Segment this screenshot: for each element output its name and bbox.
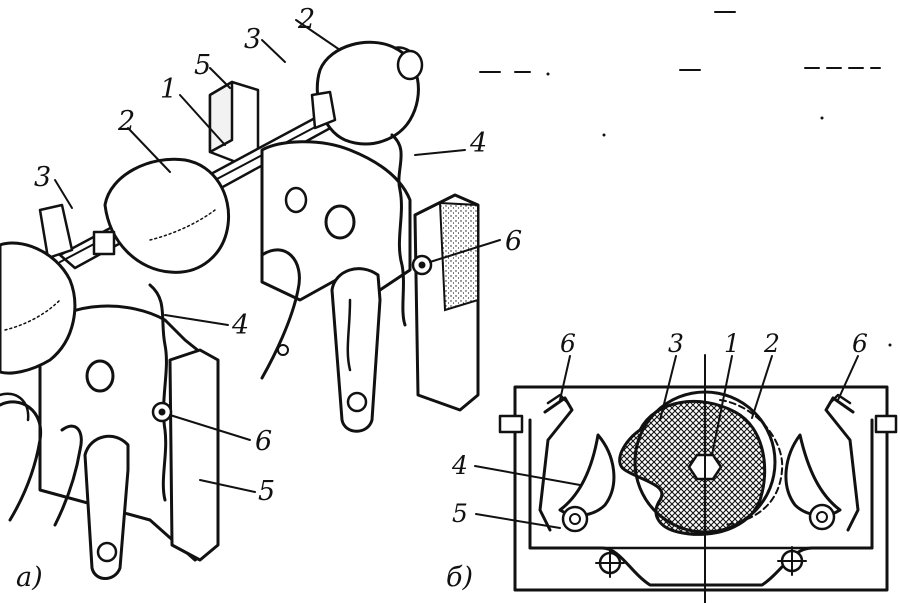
rear-contact-spring bbox=[390, 133, 407, 327]
front-cam-drum bbox=[38, 157, 231, 274]
front-contact-spring bbox=[148, 283, 168, 502]
label-3-rear: 3 bbox=[244, 24, 261, 55]
label-6-rear: 6 bbox=[505, 226, 522, 257]
rear-cam-drum bbox=[310, 40, 424, 146]
label-6-front: 6 bbox=[255, 426, 272, 457]
label-5-section: 5 bbox=[452, 499, 468, 528]
label-2-front-drum: 2 bbox=[117, 106, 135, 137]
scan-speckle bbox=[479, 11, 892, 347]
rear-terminal-block bbox=[411, 193, 480, 412]
caption-b: б) bbox=[446, 562, 473, 593]
section-right-lever bbox=[784, 393, 860, 532]
label-4-section: 4 bbox=[451, 451, 468, 480]
left-partial-drum bbox=[0, 241, 77, 522]
label-4-front: 4 bbox=[231, 310, 249, 341]
label-2-section: 2 bbox=[763, 329, 780, 358]
rear-lever-arm bbox=[260, 248, 382, 433]
front-lever-arm bbox=[53, 424, 130, 580]
label-2-rear-drum: 2 bbox=[297, 4, 315, 35]
rear-frame-post bbox=[208, 80, 260, 164]
mounting-holes bbox=[595, 546, 807, 578]
label-1-shaft: 1 bbox=[160, 74, 177, 105]
label-5-front: 5 bbox=[258, 476, 275, 507]
caption-a: a) bbox=[16, 562, 43, 593]
panel-b-cross-section: 6 3 1 2 6 4 5 б) bbox=[446, 329, 898, 603]
panel-b-leader-lines bbox=[474, 355, 859, 529]
section-left-lever bbox=[538, 393, 616, 533]
label-5-rear: 5 bbox=[194, 50, 211, 81]
label-3-section: 3 bbox=[668, 329, 684, 358]
front-terminal-block bbox=[151, 348, 220, 562]
label-3-front: 3 bbox=[34, 162, 51, 193]
label-6-right: 6 bbox=[852, 329, 868, 358]
label-6-left: 6 bbox=[560, 329, 576, 358]
panel-a-labels: 2 3 5 1 2 3 4 6 4 6 5 a) bbox=[16, 4, 522, 593]
panel-a-perspective-view: 2 3 5 1 2 3 4 6 4 6 5 a) bbox=[0, 4, 522, 593]
rear-base-plate bbox=[260, 140, 412, 302]
label-1-section: 1 bbox=[724, 329, 740, 358]
panel-b-labels: 6 3 1 2 6 4 5 б) bbox=[446, 329, 868, 593]
panel-a-leader-lines bbox=[54, 19, 501, 493]
label-4-rear: 4 bbox=[469, 128, 487, 159]
